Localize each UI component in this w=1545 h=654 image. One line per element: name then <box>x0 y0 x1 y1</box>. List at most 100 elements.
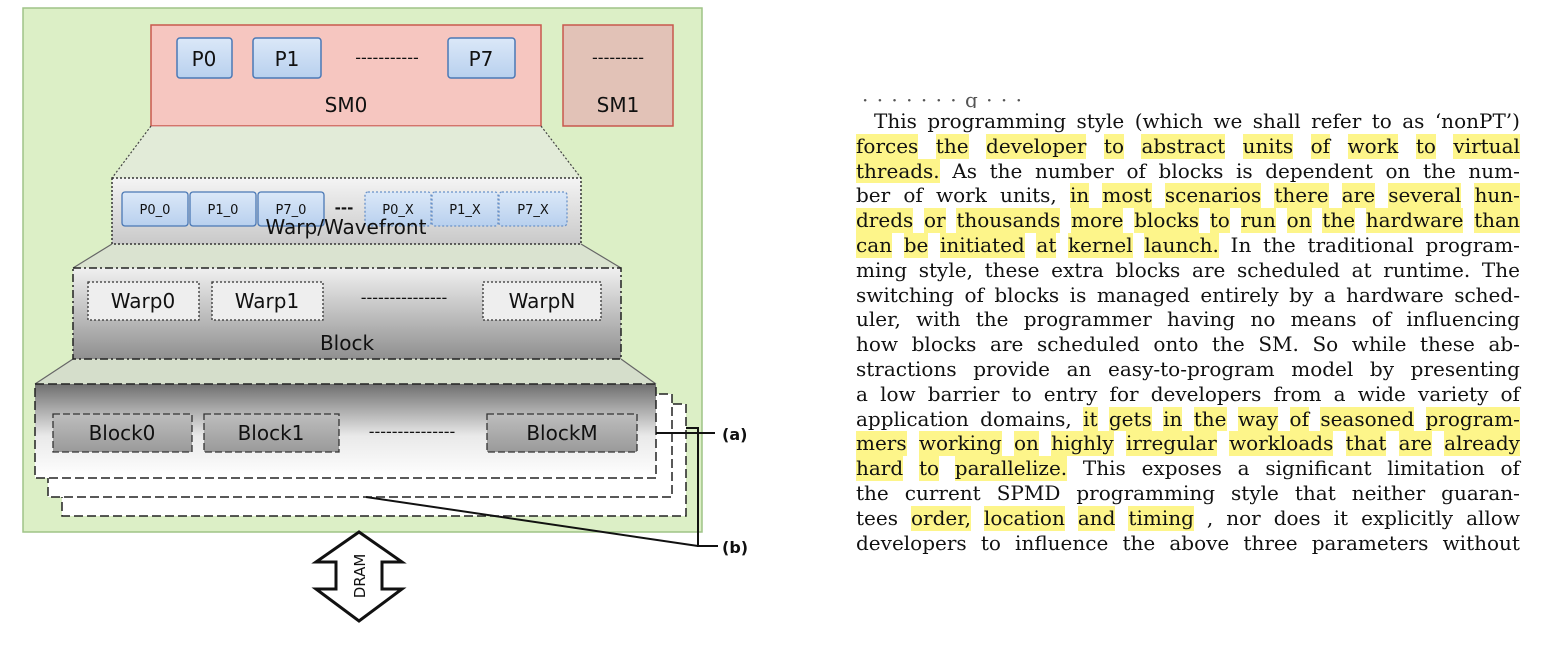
word: current <box>904 480 981 505</box>
word: from <box>1273 381 1322 406</box>
highlighted-word: to <box>1209 208 1230 233</box>
highlighted-word: threads. <box>856 158 940 184</box>
word: programming <box>1076 480 1216 505</box>
word: the <box>975 307 1009 332</box>
word: tees <box>856 505 898 530</box>
word: parameters <box>1311 530 1429 555</box>
word: of <box>1126 158 1146 183</box>
word: (which <box>1134 109 1203 133</box>
word: ab- <box>1488 332 1520 357</box>
highlighted-word: and <box>1077 505 1116 531</box>
warp-lane-p1-x <box>431 191 499 227</box>
highlighted-word: timing <box>1128 505 1194 531</box>
word: no <box>1250 307 1276 332</box>
word: , <box>1206 505 1214 530</box>
word: developers <box>1150 381 1262 406</box>
warp-ellipsis: --- <box>335 199 354 217</box>
word: wide <box>1357 381 1406 406</box>
highlighted-word: already <box>1444 431 1520 457</box>
highlighted-word: developer <box>986 133 1087 159</box>
sm0-proc-p1 <box>252 37 322 79</box>
connector-line <box>620 358 657 385</box>
word: blocks <box>1115 257 1181 282</box>
word: explicitly <box>1361 505 1454 530</box>
warp-lane-p0-0 <box>121 191 189 227</box>
word: significant <box>1265 456 1372 481</box>
sm0-proc-p0-label: P0 <box>192 47 217 71</box>
word: entirely <box>1200 282 1279 307</box>
sm0-ellipsis: ----------- <box>355 48 419 67</box>
highlighted-word: thousands <box>956 208 1061 233</box>
connector-block-grid <box>35 359 656 384</box>
connector-warp-block <box>73 244 621 268</box>
highlighted-word: that <box>1345 431 1387 457</box>
highlighted-word: irregular <box>1125 431 1217 457</box>
connector-line <box>72 243 113 269</box>
word: above <box>1169 530 1230 555</box>
annotation-b-bracket <box>686 427 718 547</box>
highlighted-word: kernel <box>1068 232 1133 258</box>
word: the <box>1263 232 1296 257</box>
word: does <box>1273 505 1321 530</box>
highlighted-word: of <box>1310 133 1331 159</box>
block-warpn <box>482 281 602 321</box>
highlighted-word: the <box>1322 208 1356 233</box>
highlighted-word: highly <box>1051 431 1114 457</box>
word: we <box>1213 109 1243 133</box>
block-warp1-label: Warp1 <box>235 289 299 313</box>
word: ‘nonPT’) <box>1434 109 1520 133</box>
word: a <box>1333 381 1346 406</box>
warp-lane-p7-x <box>498 191 568 227</box>
word: shall <box>1252 109 1301 133</box>
word: programming <box>927 109 1067 133</box>
word: refer <box>1311 109 1362 133</box>
highlighted-word: gets <box>1108 406 1152 432</box>
cut-off-line: · · · · · · · g · · · <box>856 96 1520 108</box>
word: easy-to-program <box>1108 356 1275 381</box>
word: ber <box>856 183 891 208</box>
highlighted-word: there <box>1274 183 1329 209</box>
word: by <box>1289 282 1314 307</box>
highlighted-word: on <box>1286 208 1312 233</box>
word: as <box>1402 109 1425 133</box>
word: application <box>856 406 969 431</box>
annotation-b-label: (b) <box>722 538 748 557</box>
highlighted-word: it <box>1083 406 1098 432</box>
word: So <box>1312 332 1339 357</box>
highlighted-word: are <box>1341 183 1376 209</box>
highlighted-word: parallelize. <box>954 456 1068 481</box>
word: low <box>880 381 916 406</box>
word: program- <box>1425 232 1520 257</box>
highlighted-word: seasoned <box>1320 406 1415 432</box>
word: In <box>1230 232 1252 257</box>
highlighted-word: scenarios <box>1164 183 1262 209</box>
grid-blockm-label: BlockM <box>526 421 597 445</box>
word: switching <box>856 282 954 307</box>
word: number <box>1034 158 1114 183</box>
annotation-b-line <box>365 496 699 547</box>
word: for <box>1109 381 1139 406</box>
highlighted-word: program- <box>1425 406 1520 432</box>
word: blocks <box>911 332 977 357</box>
word: neither <box>1351 480 1426 505</box>
highlighted-word: several <box>1388 183 1462 209</box>
word: allow <box>1466 505 1520 530</box>
word: without <box>1442 530 1520 555</box>
highlighted-word: units <box>1242 133 1294 159</box>
highlighted-word: blocks <box>1134 208 1200 233</box>
highlighted-word: mers <box>856 431 907 457</box>
highlighted-word: be <box>903 232 929 258</box>
word: sched- <box>1454 282 1520 307</box>
word: it <box>1333 505 1349 530</box>
word: uler, <box>856 307 901 332</box>
highlighted-word: initiated <box>940 232 1025 258</box>
word: means <box>1290 307 1357 332</box>
word: This <box>874 109 917 133</box>
